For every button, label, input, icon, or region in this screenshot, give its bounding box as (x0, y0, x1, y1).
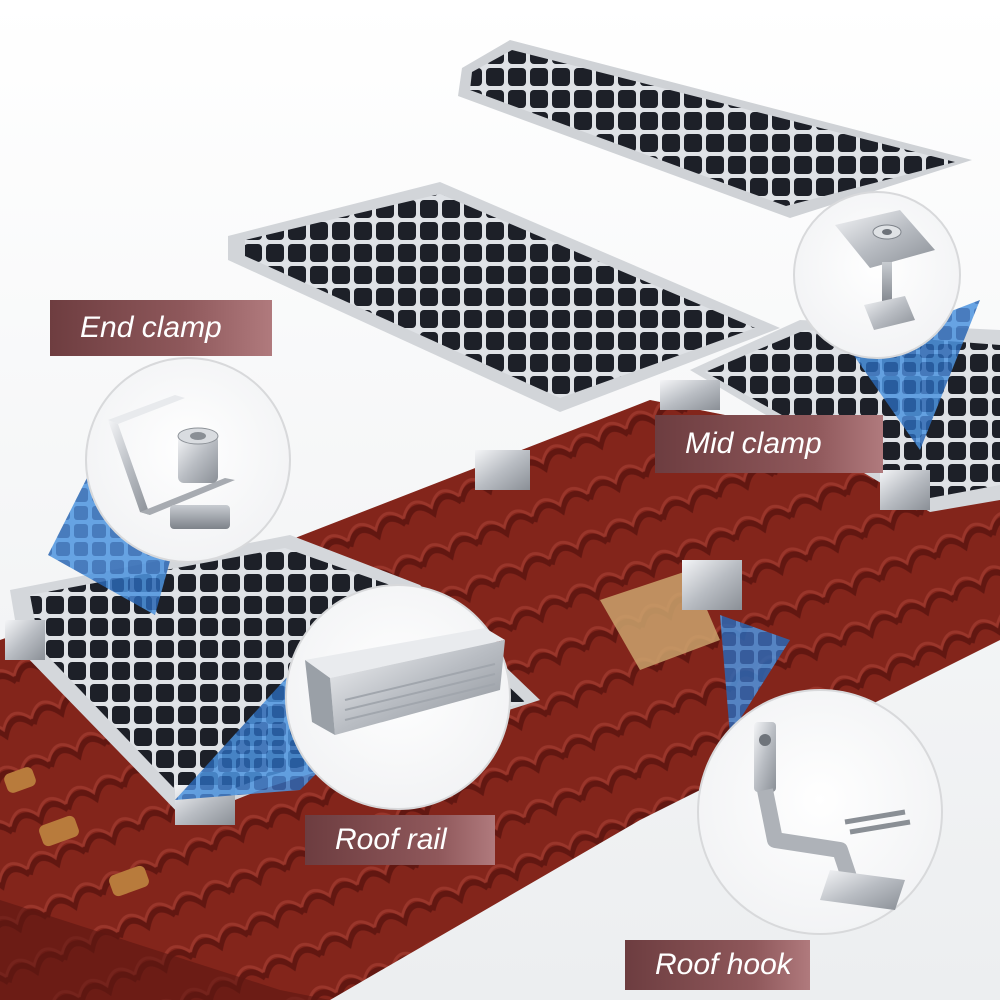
mid-clamp-label: Mid clamp (655, 415, 883, 473)
end-clamp-callout (85, 357, 291, 563)
roof-hook-icon (754, 722, 911, 910)
end-clamp-label-text: End clamp (80, 311, 222, 344)
roof-hook-label-text: Roof hook (655, 948, 792, 981)
solar-panel-top (458, 40, 972, 218)
roof-rail-label-text: Roof rail (335, 823, 447, 856)
roof-rail-label: Roof rail (305, 815, 495, 865)
end-clamp-icon (108, 395, 235, 529)
end-clamp-label: End clamp (50, 300, 272, 356)
mid-clamp-label-text: Mid clamp (685, 427, 822, 460)
roof-hook-callout (697, 689, 943, 935)
mid-clamp-icon (835, 210, 935, 330)
roof-rail-callout (285, 584, 511, 810)
mid-clamp-callout (793, 191, 961, 359)
roof-rail-icon (305, 628, 505, 735)
solar-panel-middle (228, 182, 780, 412)
roof-hook-label: Roof hook (625, 940, 810, 990)
